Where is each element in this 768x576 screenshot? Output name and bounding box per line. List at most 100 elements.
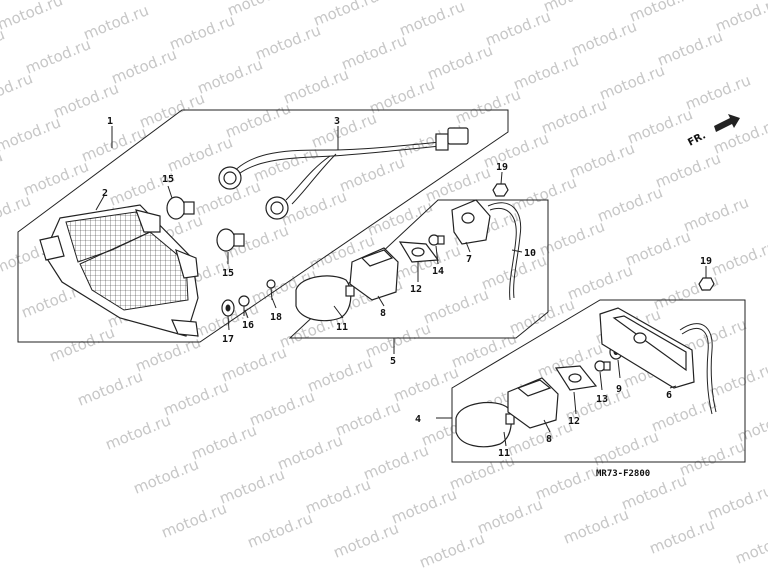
watermark-text: motod.ru	[253, 21, 324, 63]
watermark-text: motod.ru	[733, 525, 768, 567]
watermark-text: motod.ru	[425, 41, 496, 83]
sub-harness	[218, 127, 469, 220]
watermark-text: motod.ru	[627, 0, 698, 26]
watermark-text: motod.ru	[281, 65, 352, 107]
watermark-text: motod.ru	[333, 397, 404, 439]
watermark-text: motod.ru	[311, 0, 382, 30]
watermark-text: motod.ru	[567, 139, 638, 181]
group-frame-4	[451, 299, 746, 463]
watermark-text: motod.ru	[481, 129, 552, 171]
watermark-text: motod.ru	[569, 17, 640, 59]
watermark-text: motod.ru	[303, 475, 374, 517]
watermark-text: motod.ru	[709, 237, 768, 279]
callout-15-lower: 15	[222, 268, 234, 279]
callout-19-upper: 19	[496, 162, 508, 173]
watermark-text: motod.ru	[0, 0, 65, 34]
watermark-text: motod.ru	[225, 0, 296, 20]
watermark-text: motod.ru	[309, 109, 380, 151]
watermark-text: motod.ru	[363, 319, 434, 361]
watermark-text: motod.ru	[0, 113, 63, 155]
callout-1: 1	[107, 116, 113, 127]
watermark-text: motod.ru	[161, 377, 232, 419]
callout-2: 2	[102, 188, 108, 199]
tail-bulb-lower	[216, 228, 245, 252]
group-frame-1	[17, 109, 509, 343]
watermark-text: motod.ru	[217, 465, 288, 507]
callout-10: 10	[524, 248, 536, 259]
watermark-text: motod.ru	[361, 441, 432, 483]
bulb-13	[594, 360, 611, 372]
watermark-text: motod.ru	[251, 143, 322, 185]
watermark-text: motod.ru	[367, 75, 438, 117]
watermark-text: motod.ru	[133, 333, 204, 375]
nut-19-upper	[492, 183, 509, 197]
watermark-text: motod.ru	[391, 363, 462, 405]
gasket-front	[554, 365, 598, 391]
watermark-text: motod.ru	[219, 343, 290, 385]
watermark-text: motod.ru	[131, 455, 202, 497]
bracket-7	[451, 199, 522, 301]
watermark-text: motod.ru	[541, 0, 612, 16]
callout-17: 17	[222, 334, 234, 345]
callout-4: 4	[415, 414, 421, 425]
callout-11-rear: 11	[336, 322, 348, 333]
watermark-text: motod.ru	[423, 163, 494, 205]
callout-15-upper: 15	[162, 174, 174, 185]
tail-light-assembly	[39, 204, 199, 337]
watermark-text: motod.ru	[713, 0, 768, 36]
watermark-text: motod.ru	[159, 499, 230, 541]
callout-19-lower: 19	[700, 256, 712, 267]
watermark-text: motod.ru	[189, 421, 260, 463]
watermark-text: motod.ru	[337, 153, 408, 195]
callout-3: 3	[334, 116, 340, 127]
tail-bulb-upper	[166, 196, 195, 220]
watermark-text: motod.ru	[389, 485, 460, 527]
watermark-text: motod.ru	[103, 411, 174, 453]
watermark-text: motod.ru	[623, 227, 694, 269]
watermark-text: motod.ru	[539, 95, 610, 137]
callout-13: 13	[596, 394, 608, 405]
watermark-text: motod.ru	[653, 149, 724, 191]
watermark-text: motod.ru	[75, 367, 146, 409]
bulb-14	[428, 234, 445, 246]
watermark-text: motod.ru	[397, 0, 468, 40]
watermark-text: motod.ru	[533, 461, 604, 503]
turn-signal-lens-rear	[295, 275, 355, 322]
watermark-text: motod.ru	[421, 285, 492, 327]
callout-11-front: 11	[498, 448, 510, 459]
watermark-text: motod.ru	[655, 27, 726, 69]
screw-18	[266, 279, 276, 301]
watermark-text: motod.ru	[677, 437, 748, 479]
watermark-text: motod.ru	[279, 187, 350, 229]
leader-lines	[95, 126, 707, 447]
watermark-text: motod.ru	[23, 35, 94, 77]
watermark-text: motod.ru	[681, 193, 752, 235]
watermark-text: motod.ru	[167, 11, 238, 53]
watermark-text: motod.ru	[195, 55, 266, 97]
watermark-text: motod.ru	[331, 519, 402, 561]
turn-signal-housing-front	[507, 377, 559, 429]
watermark-text: motod.ru	[509, 173, 580, 215]
front-direction-arrow	[714, 114, 740, 132]
watermark-text: motod.ru	[365, 197, 436, 239]
watermark-text: motod.ru	[21, 157, 92, 199]
turn-signal-housing-rear	[349, 247, 399, 301]
bracket-6	[599, 307, 717, 415]
watermark-text: motod.ru	[109, 45, 180, 87]
watermark-text: motod.ru	[305, 353, 376, 395]
callout-18: 18	[270, 312, 282, 323]
watermark-text: motod.ru	[247, 387, 318, 429]
callout-14: 14	[432, 266, 444, 277]
callout-12-rear: 12	[410, 284, 422, 295]
nut-19-lower	[698, 277, 715, 291]
callout-9: 9	[616, 384, 622, 395]
watermark-text: motod.ru	[711, 115, 768, 157]
drawing-code: MR73-F2800	[596, 469, 650, 479]
watermark-text: motod.ru	[223, 99, 294, 141]
watermark-text: motod.ru	[595, 183, 666, 225]
watermark-text: motod.ru	[683, 71, 754, 113]
watermark-text: motod.ru	[511, 51, 582, 93]
watermark-text: motod.ru	[591, 427, 662, 469]
watermark-text: motod.ru	[705, 481, 768, 523]
